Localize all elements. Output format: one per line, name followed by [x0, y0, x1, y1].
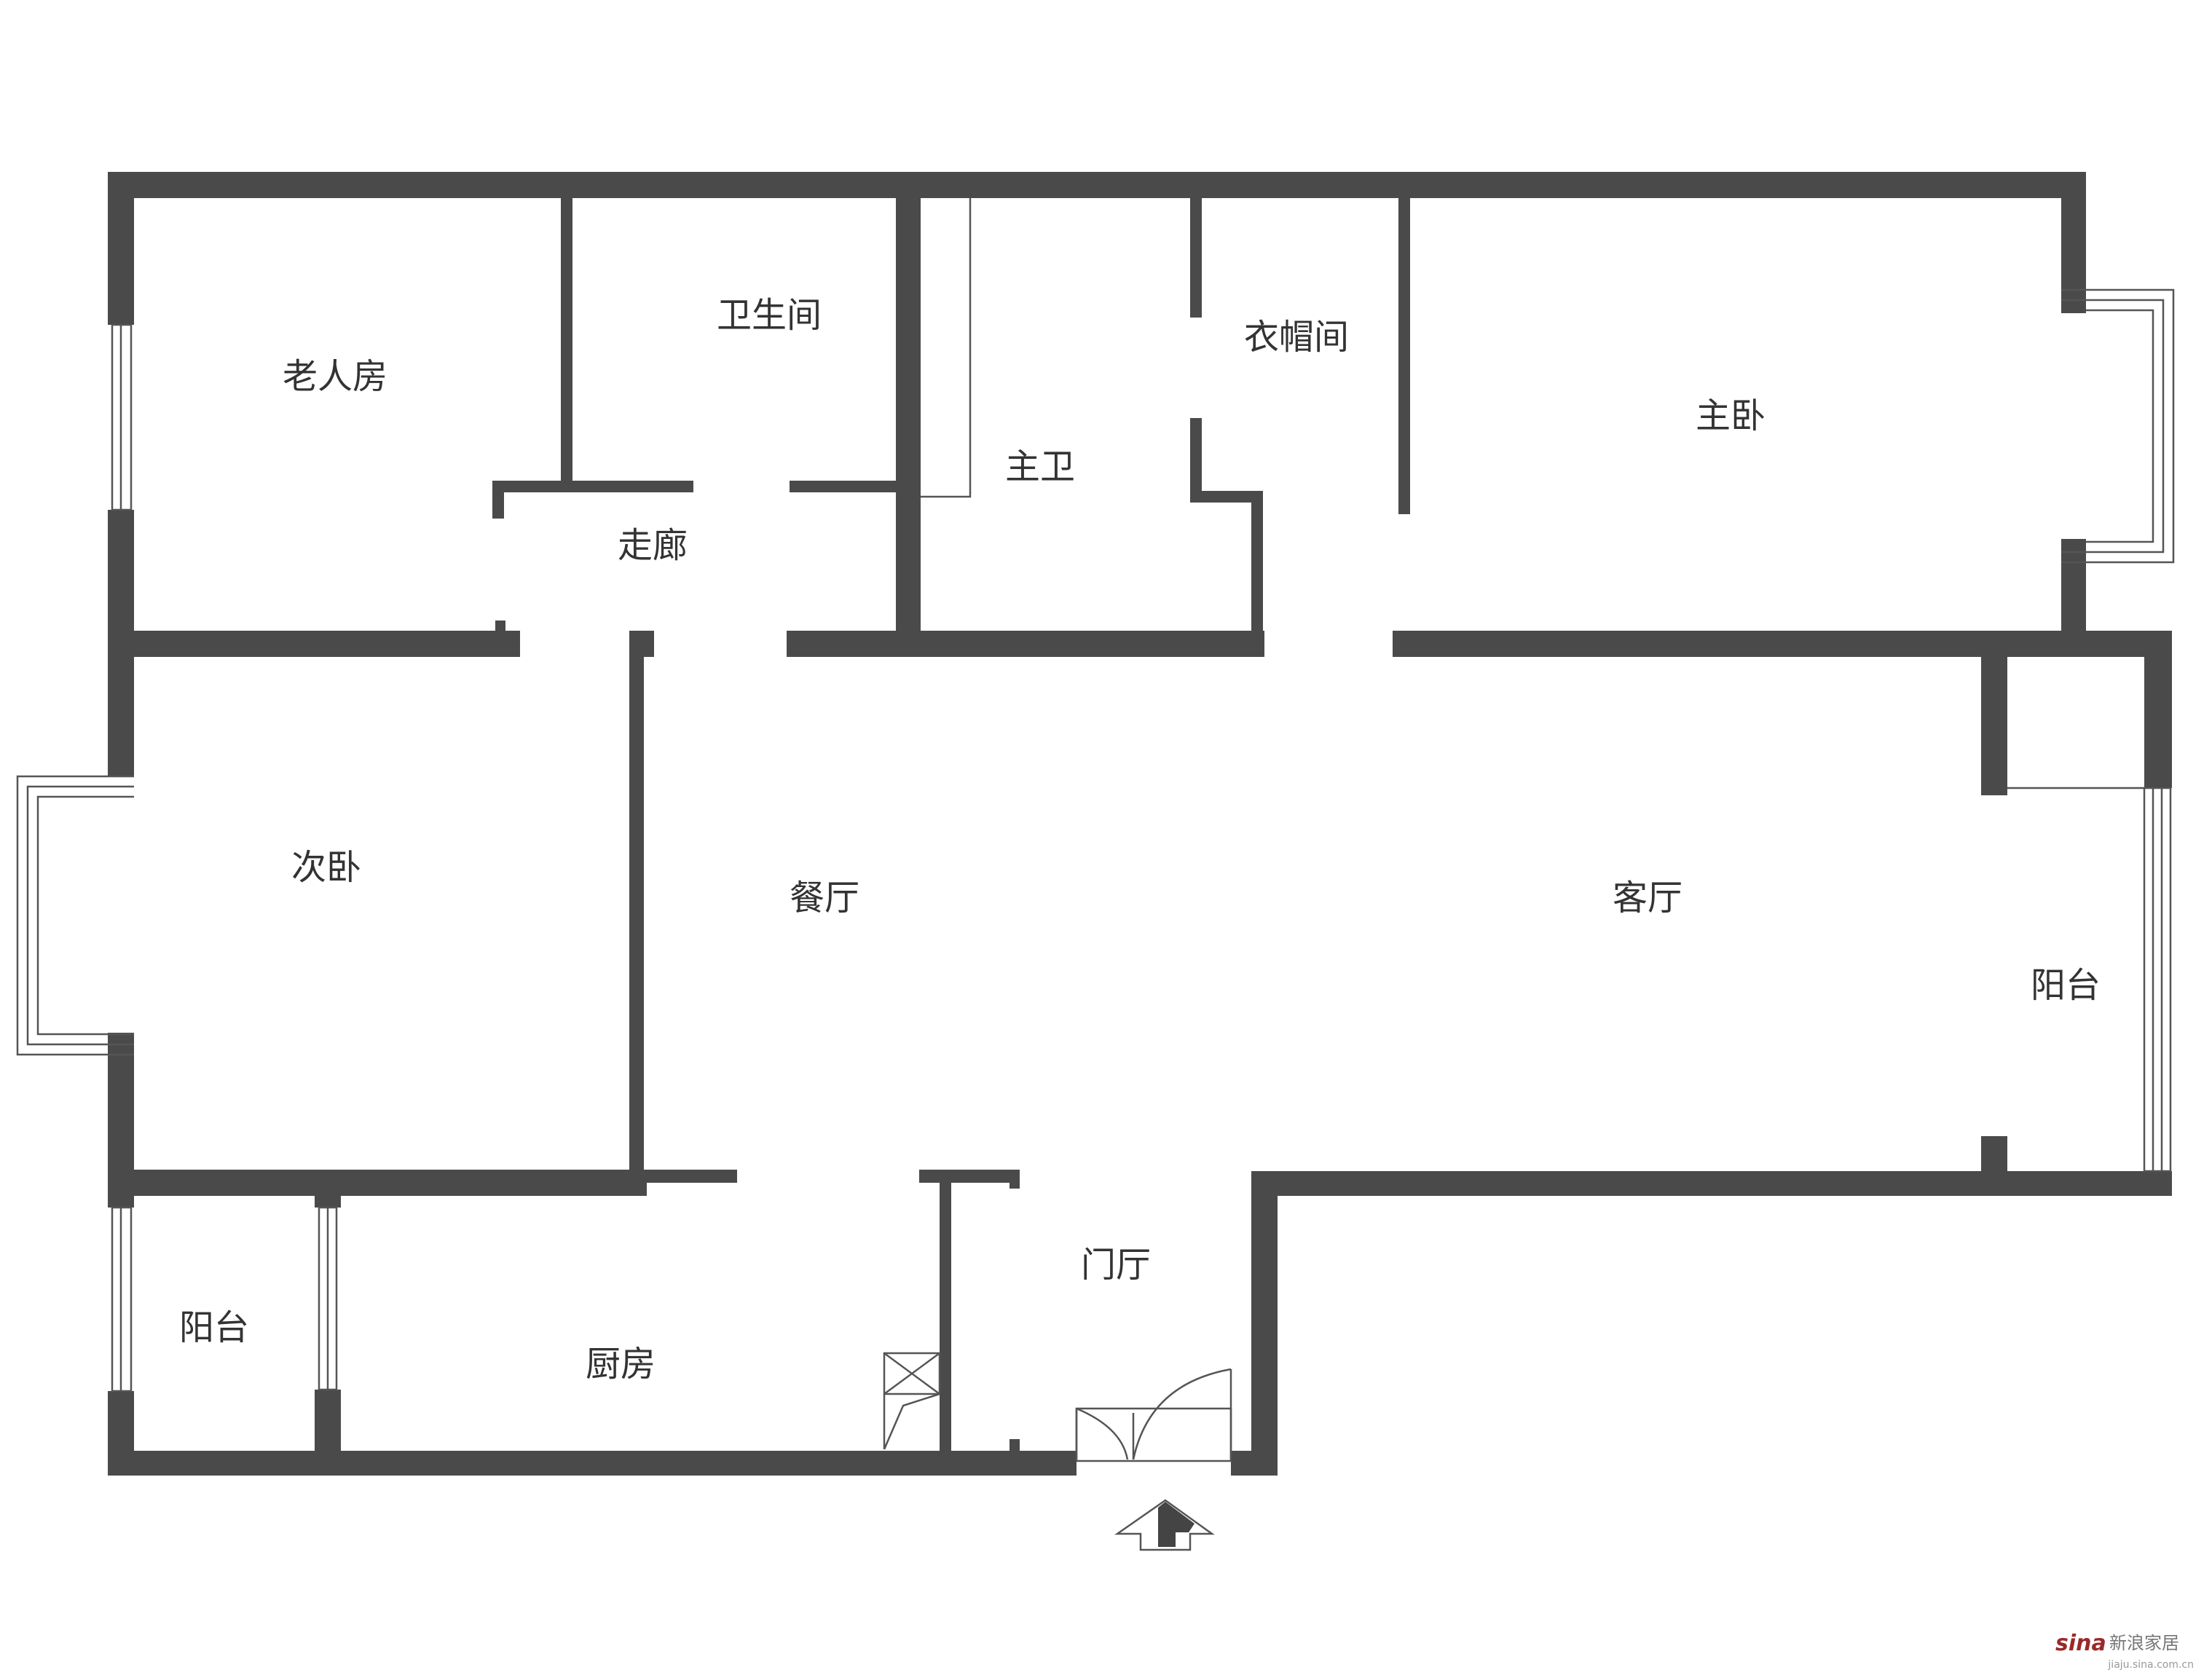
label-cloakroom: 衣帽间 — [1244, 317, 1349, 358]
corridor-top-left-stub — [492, 481, 504, 519]
wall-cloak-post — [1393, 631, 1407, 657]
corridor-top-right — [790, 481, 910, 492]
entry-right-wall — [1251, 1171, 1278, 1476]
wall-stub-1 — [495, 621, 505, 634]
label-master-bath: 主卫 — [1005, 446, 1075, 487]
label-foyer: 门厅 — [1081, 1245, 1151, 1285]
label-kitchen: 厨房 — [586, 1344, 656, 1384]
watermark-logo: sina — [2055, 1631, 2106, 1656]
bath-counter — [921, 198, 972, 498]
balcony-west-top — [315, 1196, 341, 1208]
windows — [16, 288, 2175, 1393]
wall-bath-masterbath — [896, 172, 921, 657]
corridor-top-left — [492, 481, 693, 492]
balcony-west-wall — [315, 1390, 341, 1476]
wall-elder-bottom — [108, 631, 520, 657]
wall-cloak-step — [1190, 491, 1263, 503]
living-bottom-corner — [2144, 1171, 2172, 1196]
label-master-bedroom: 主卧 — [1696, 395, 1766, 436]
kitchen-top-right-stub — [1009, 1170, 1020, 1189]
label-bathroom: 卫生间 — [717, 295, 822, 336]
bay-window-second — [16, 775, 134, 1056]
label-living-room: 客厅 — [1613, 878, 1682, 918]
balcony-right-wall — [2144, 631, 2172, 788]
watermark-brand: 新浪家居 — [2109, 1633, 2179, 1653]
label-balcony-west: 阳台 — [179, 1307, 249, 1348]
wall-second-dining — [629, 655, 644, 1180]
wall-cloak-left-upper — [1190, 172, 1202, 318]
watermark: sina 新浪家居 jiaju.sina.com.cn — [2055, 1631, 2194, 1671]
window-balcony-east — [2143, 787, 2172, 1173]
room-labels: 老人房 卫生间 主卫 衣帽间 主卧 走廊 次卧 餐厅 客厅 阳台 阳台 厨房 门… — [179, 295, 2101, 1384]
kitchen-top-right — [919, 1170, 1020, 1183]
living-bottom-wall — [1251, 1171, 2172, 1196]
label-second-bedroom: 次卧 — [291, 847, 361, 888]
wall-second-bottom-stub — [644, 1170, 737, 1183]
walls — [108, 172, 2172, 1476]
outer-wall-bottom-left — [108, 1451, 1077, 1476]
wall-second-bottom — [108, 1170, 647, 1196]
kitchen-door-stub — [1009, 1439, 1020, 1452]
kitchen-right-wall — [940, 1170, 951, 1451]
wall-corridor-post — [629, 631, 654, 657]
label-elder-room: 老人房 — [283, 356, 387, 397]
wall-elder-bath — [561, 172, 572, 484]
wall-cloak-master — [1398, 172, 1410, 514]
outer-wall-right-1 — [2061, 172, 2086, 313]
wall-master-bottom — [1406, 631, 2086, 657]
bay-window-master — [2061, 288, 2175, 564]
wall-bath-bottom — [787, 631, 1264, 657]
balcony-divider-upper — [1981, 631, 2007, 795]
outer-wall-top — [108, 172, 2086, 198]
outer-wall-right-2 — [2061, 539, 2086, 634]
wall-cloak-left-lower — [1190, 418, 1202, 503]
label-corridor: 走廊 — [618, 525, 688, 566]
fixtures — [883, 198, 1232, 1551]
outer-wall-left-1 — [108, 172, 134, 325]
wall-cloak-step-down — [1251, 491, 1263, 657]
flue-box — [883, 1352, 941, 1450]
label-balcony-east: 阳台 — [2031, 965, 2101, 1006]
watermark-url: jiaju.sina.com.cn — [2107, 1659, 2194, 1671]
entrance-arrow-icon — [1114, 1499, 1215, 1551]
entrance-door — [1075, 1368, 1232, 1462]
label-dining-room: 餐厅 — [790, 878, 859, 918]
